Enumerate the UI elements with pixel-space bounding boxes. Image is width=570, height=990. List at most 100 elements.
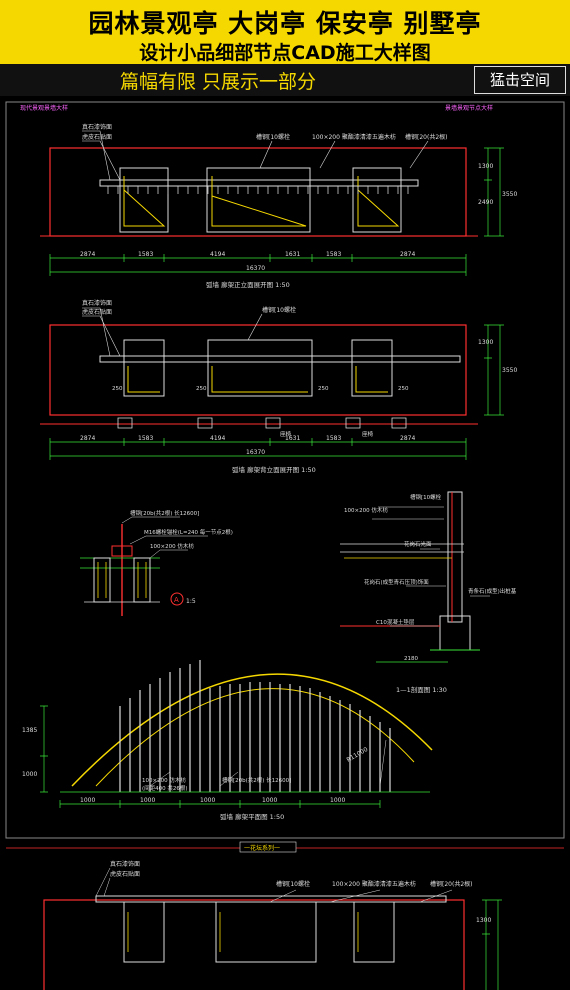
panel-group <box>107 167 409 233</box>
back-elevation: 真石漆饰面 虎皮石贴面 槽钢[10螺栓 250 250 250 250 座椅 座… <box>40 299 517 474</box>
note: 槽钢[10螺栓 <box>410 493 442 501</box>
brand-logo[interactable]: 猛击空间 <box>474 66 566 94</box>
panel-left <box>123 901 165 963</box>
panel-right <box>353 901 395 963</box>
drawing-caption: 1—1剖面图 1:30 <box>396 685 447 694</box>
dimension-chain <box>49 147 504 276</box>
note: 槽钢[20b(共2根) 长12600] <box>222 776 291 784</box>
panel-brace <box>211 176 307 227</box>
corner-label-right: 景墙景观节点大样 <box>445 104 493 112</box>
dim-text: 1583 <box>326 251 341 258</box>
note: 100×200 仿木枋 <box>142 776 186 784</box>
callout: 槽钢[10螺栓 <box>276 880 310 888</box>
callout: 槽钢[20(共2根) <box>430 880 472 888</box>
note: 100×200 仿木枋 <box>344 506 388 514</box>
step-label: 座椅 <box>362 430 374 438</box>
dim-total: 16370 <box>246 265 265 272</box>
separator-label: 一花坛系列一 <box>244 844 280 852</box>
note: 槽钢[20b(共2根) 长12600] <box>130 509 199 517</box>
callout: 槽钢[20(共2根) <box>405 133 447 141</box>
note: 虎皮石贴面 <box>110 870 140 878</box>
section-1-1: 100×200 仿木枋 槽钢[10螺栓 花岗石光面 花岗石(成型青石压顶)饰面 … <box>340 491 517 694</box>
timber-slats <box>119 660 391 792</box>
panel-center <box>215 901 317 963</box>
panel-center <box>207 339 313 397</box>
panel-brace <box>127 366 160 393</box>
note: 青条石(成型)出桩基 <box>468 587 517 595</box>
note: 真石漆饰面 <box>82 299 112 307</box>
arc-outer <box>71 673 433 787</box>
dim-total: 16370 <box>246 449 265 456</box>
dim-text: 1583 <box>138 435 153 442</box>
beam <box>99 179 419 187</box>
marker-label: 250 <box>398 386 409 392</box>
dim-text: 4194 <box>210 251 225 258</box>
wall-outline <box>49 324 467 416</box>
callout: 槽钢[10螺栓 <box>262 306 296 314</box>
detail-a: 槽钢[20b(共2根) 长12600] M16螺栓锚栓(L=240 每一节点2根… <box>80 509 233 616</box>
drawing-caption: 弧墙 廊架平面图 1:50 <box>220 812 284 821</box>
bench-blocks <box>117 417 407 429</box>
note: 100×200 仿木枋 <box>150 542 194 550</box>
dim-text: 1000 <box>80 797 95 804</box>
dim-vertical: 1300 <box>478 339 493 346</box>
page-title: 园林景观亭 大岗亭 保安亭 别墅亭 <box>88 9 482 38</box>
dim-text: 1583 <box>138 251 153 258</box>
beam <box>99 355 461 363</box>
panel-right <box>351 339 393 397</box>
third-elevation: 真石漆饰面 虎皮石贴面 槽钢[10螺栓 100×200 聚酯漆清漆五遍木枋 槽钢… <box>43 860 502 990</box>
dim-text: 1000 <box>262 797 277 804</box>
panel-brace <box>357 176 400 227</box>
note: C10混凝土垫层 <box>376 618 415 626</box>
dim-text: 1631 <box>285 435 300 442</box>
beam <box>95 895 447 903</box>
note: 真石漆饰面 <box>110 860 140 868</box>
panel-brace <box>355 366 388 393</box>
arc-plan: 100×200 仿木枋 槽钢[20b(共2根) 长12600] (间距400 共… <box>22 660 433 821</box>
callout: 槽钢[10螺栓 <box>256 133 290 141</box>
marker-label: 250 <box>318 386 329 392</box>
detail-marker-label: A <box>174 596 179 604</box>
note: 虎皮石贴面 <box>82 133 112 141</box>
dim-vertical: 3550 <box>502 367 517 374</box>
arc-inner <box>95 688 415 787</box>
panel-right <box>352 167 402 233</box>
dim-vertical: 2490 <box>478 199 493 206</box>
dim-text: 2874 <box>80 435 95 442</box>
note: (间距400 共26根) <box>142 784 188 792</box>
note: M16螺栓锚栓(L=240 每一节点2根) <box>144 528 233 536</box>
dim-text: 1631 <box>285 251 300 258</box>
dim-text: 1000 <box>140 797 155 804</box>
callout: 100×200 聚酯漆清漆五遍木枋 <box>332 880 416 888</box>
sheet-border <box>5 101 565 839</box>
note: 虎皮石贴面 <box>82 308 112 316</box>
dim-text: 2874 <box>400 251 415 258</box>
leaders <box>82 307 263 357</box>
note: 花岗石(成型青石压顶)饰面 <box>364 578 429 586</box>
dim-vertical: 1300 <box>476 917 491 924</box>
detail-marker <box>170 592 184 606</box>
panel-left <box>123 339 165 397</box>
dim-text: 2874 <box>80 251 95 258</box>
marker-label: 250 <box>112 386 123 392</box>
note: 真石漆饰面 <box>82 123 112 131</box>
front-elevation: 真石漆饰面 虎皮石贴面 槽钢[10螺栓 100×200 聚酯漆清漆五遍木枋 槽钢… <box>40 123 517 289</box>
dim-vertical: 1000 <box>22 771 37 778</box>
cad-drawing-sheet: 现代景观景墙大样 景墙景观节点大样 真石漆饰面 虎皮石贴面 槽钢[10螺栓 10… <box>5 101 565 990</box>
panel-brace <box>211 366 308 393</box>
dim-vertical: 3550 <box>502 191 517 198</box>
callout: 100×200 聚酯漆清漆五遍木枋 <box>312 133 396 141</box>
panel-center <box>206 167 311 233</box>
wall-outline <box>43 899 465 990</box>
dim-text: 1000 <box>330 797 345 804</box>
corner-label-left: 现代景观景墙大样 <box>20 104 68 112</box>
detail-scale: 1:5 <box>186 598 196 605</box>
dim-vertical: 1385 <box>22 727 37 734</box>
panel-brace <box>127 912 359 952</box>
dim-text: 2180 <box>404 656 418 662</box>
page-subtitle: 设计小品细部节点CAD施工大样图 <box>139 42 431 64</box>
notice-text: 篇幅有限 只展示一部分 <box>120 71 317 93</box>
separator-tag <box>239 841 297 853</box>
dim-radius: R11000 <box>346 746 370 764</box>
dim-text: 1000 <box>200 797 215 804</box>
